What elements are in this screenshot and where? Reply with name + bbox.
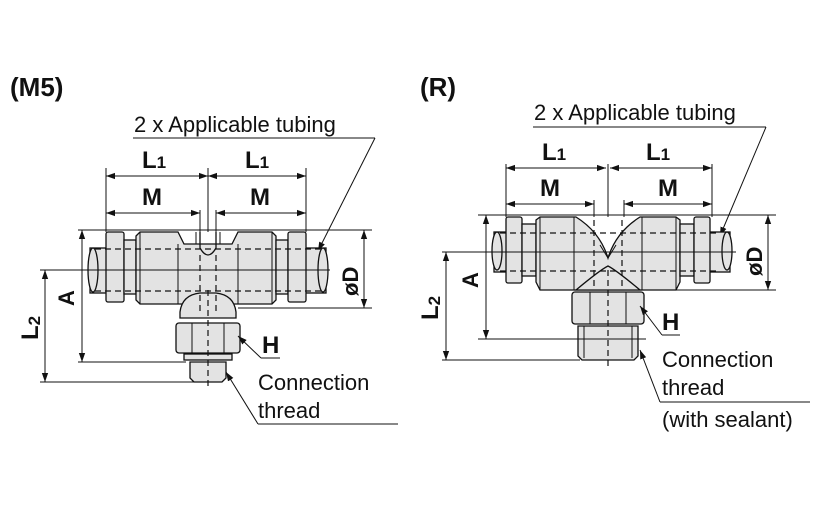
tubing-callout: 2 x Applicable tubing	[133, 112, 376, 252]
dim-l1-label: L	[542, 139, 557, 166]
fitting-stem	[571, 265, 645, 361]
dim-d-label: øD	[742, 247, 767, 276]
svg-text:L1: L1	[646, 139, 670, 166]
thread-callout-line1: Connection	[662, 347, 773, 372]
dim-l1-label: L	[142, 147, 157, 174]
thread-callout-line2: thread	[662, 375, 724, 400]
thread-callout-line2: thread	[258, 398, 320, 423]
callout-leader	[317, 137, 376, 252]
svg-text:L2: L2	[17, 316, 44, 340]
dim-l1: L1 L1	[505, 139, 713, 217]
diagram-r: (R) 2 x Applicable tubing	[417, 72, 810, 432]
tubing-callout-label: 2 x Applicable tubing	[134, 112, 336, 137]
dim-l2: L2	[417, 252, 580, 361]
h-callout: H	[639, 305, 680, 336]
dim-l1-label: L	[245, 147, 260, 174]
dim-m: M M	[106, 184, 306, 232]
tubing-callout-label: 2 x Applicable tubing	[534, 100, 736, 125]
dim-l2: L2	[17, 270, 196, 383]
dim-l1-sub: 1	[661, 145, 670, 164]
dim-l1-label: L	[646, 139, 661, 166]
dim-a: A	[40, 269, 330, 363]
dim-l2-sub: 2	[25, 316, 44, 325]
dim-m-label: M	[540, 175, 560, 202]
h-callout: H	[237, 332, 280, 359]
dim-d: øD	[478, 214, 776, 339]
dim-a: A	[442, 251, 736, 340]
dim-l1-sub: 1	[557, 145, 566, 164]
dim-m-label: M	[250, 184, 270, 211]
diagram-m5: (M5) 2 x Applicable tubing	[10, 72, 398, 425]
dim-m: M M	[506, 175, 712, 217]
thread-callout-line1: Connection	[258, 370, 369, 395]
dim-m-label: M	[142, 184, 162, 211]
dim-a-label: A	[54, 290, 79, 306]
diagram-title: (M5)	[10, 72, 63, 102]
dim-l2-label: L	[17, 325, 44, 340]
dim-m-label: M	[658, 175, 678, 202]
thread-callout: Connection thread (with sealant)	[639, 347, 810, 432]
dim-d-label: øD	[338, 267, 363, 296]
dim-l1-sub: 1	[157, 153, 166, 172]
dim-h-label: H	[662, 309, 679, 336]
svg-text:L1: L1	[542, 139, 566, 166]
tubing-callout: 2 x Applicable tubing	[533, 100, 767, 237]
svg-text:L2: L2	[417, 296, 444, 320]
thread-callout-line3: (with sealant)	[662, 407, 793, 432]
dim-l1-sub: 1	[260, 153, 269, 172]
dim-a-label: A	[458, 272, 483, 288]
dim-l1: L1 L1	[105, 147, 307, 232]
thread-callout: Connection thread	[225, 370, 398, 425]
dim-d: øD	[78, 229, 372, 362]
dim-h-label: H	[262, 332, 279, 359]
diagram-title: (R)	[420, 72, 456, 102]
dim-l2-sub: 2	[425, 296, 444, 305]
fitting-stem	[175, 292, 241, 383]
dim-l2-label: L	[417, 305, 444, 320]
svg-text:L1: L1	[142, 147, 166, 174]
fitting-body	[505, 216, 711, 291]
svg-text:L1: L1	[245, 147, 269, 174]
